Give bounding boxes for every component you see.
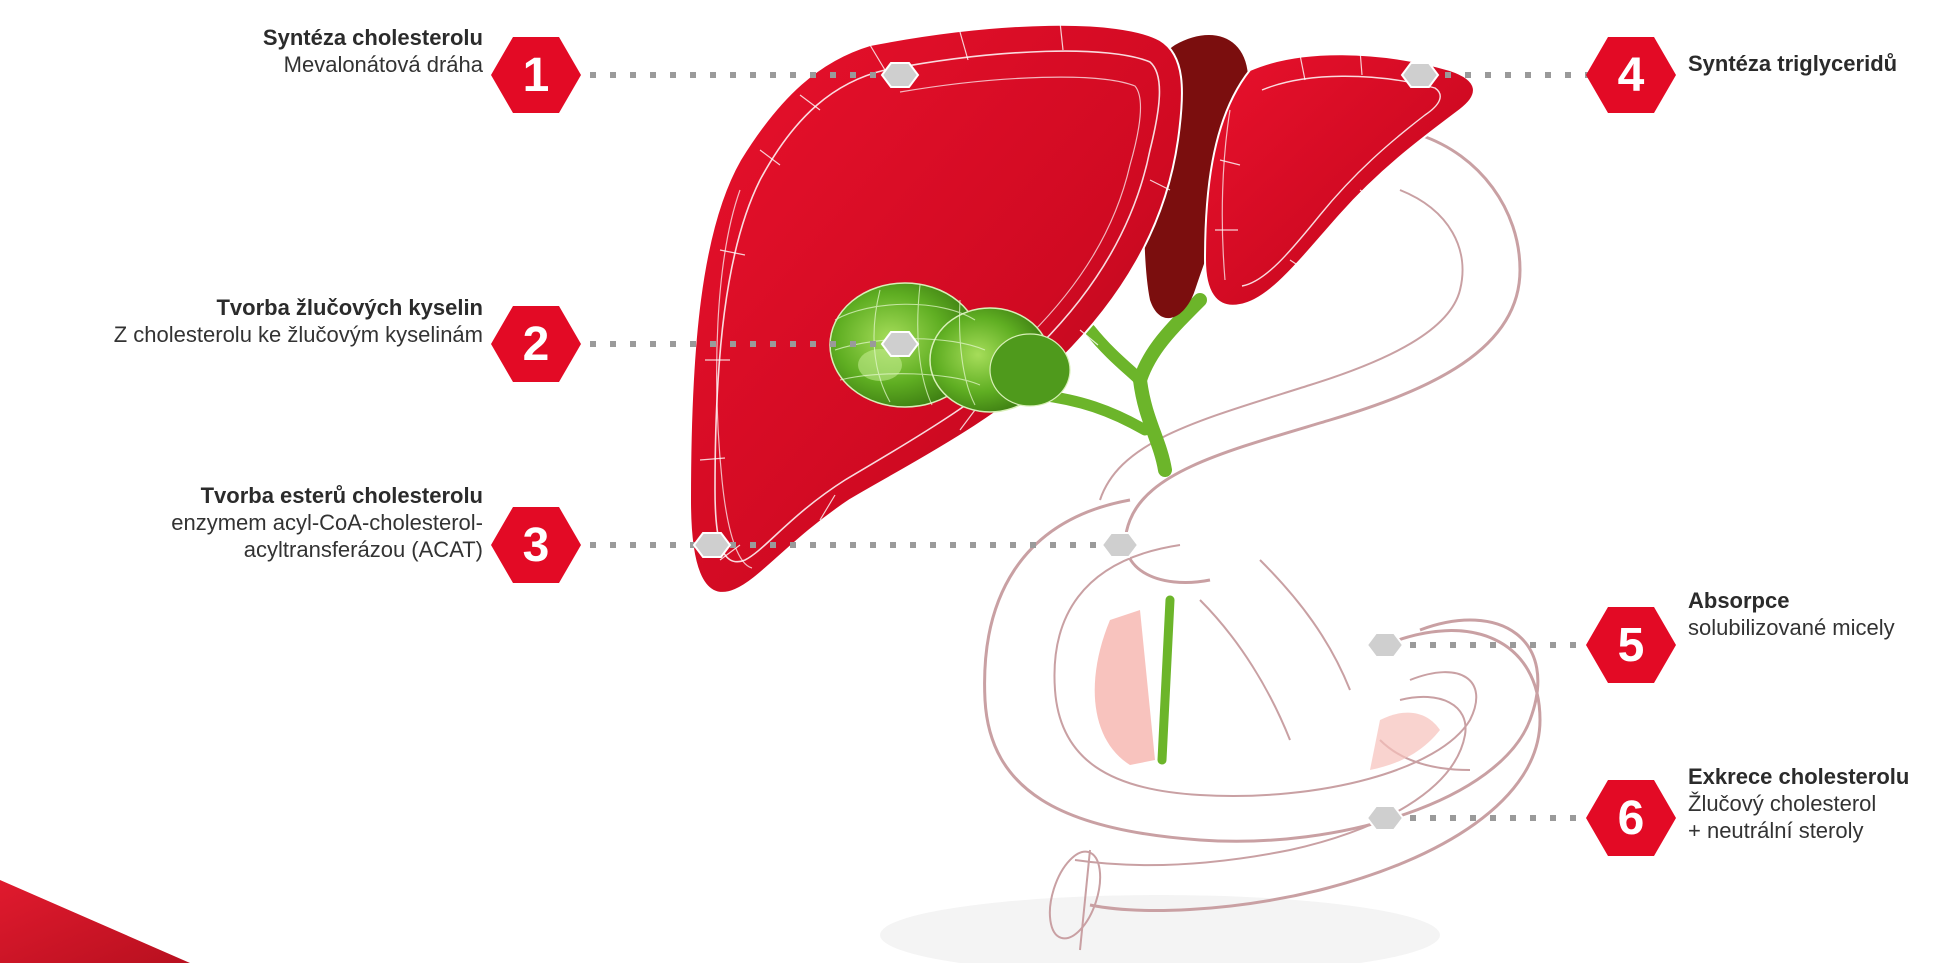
- label-line: acyltransferázou (ACAT): [171, 536, 483, 563]
- label-line: Mevalonátová dráha: [263, 51, 483, 78]
- label-absorption: Absorpce solubilizované micely: [1688, 587, 1895, 641]
- marker-2: 2: [490, 304, 582, 384]
- intestine-highlight: [1095, 610, 1155, 765]
- label-cholesterol-ester-formation: Tvorba esterů cholesterolu enzymem acyl-…: [171, 482, 483, 563]
- marker-number: 2: [490, 304, 582, 384]
- marker-number: 6: [1585, 778, 1677, 858]
- marker-5: 5: [1585, 605, 1677, 685]
- hexagon-dot-icon: [694, 533, 730, 557]
- label-title: Tvorba esterů cholesterolu: [171, 482, 483, 509]
- intestine-highlight-2: [1370, 713, 1440, 770]
- label-triglyceride-synthesis: Syntéza triglyceridů: [1688, 50, 1897, 77]
- label-title: Tvorba žlučových kyselin: [114, 294, 483, 321]
- marker-1: 1: [490, 35, 582, 115]
- label-line: enzymem acyl-CoA-cholesterol-: [171, 509, 483, 536]
- marker-6: 6: [1585, 778, 1677, 858]
- label-line: Z cholesterolu ke žlučovým kyselinám: [114, 321, 483, 348]
- label-title: Exkrece cholesterolu: [1688, 763, 1909, 790]
- hexagon-dot-icon: [1402, 63, 1438, 87]
- floor-shadow: [880, 895, 1440, 963]
- label-title: Syntéza cholesterolu: [263, 24, 483, 51]
- marker-number: 4: [1585, 35, 1677, 115]
- label-bile-acid-formation: Tvorba žlučových kyselin Z cholesterolu …: [114, 294, 483, 348]
- marker-4: 4: [1585, 35, 1677, 115]
- label-line: + neutrální steroly: [1688, 817, 1909, 844]
- label-cholesterol-excretion: Exkrece cholesterolu Žlučový cholesterol…: [1688, 763, 1909, 844]
- label-title: Syntéza triglyceridů: [1688, 50, 1897, 77]
- label-line: solubilizované micely: [1688, 614, 1895, 641]
- label-line: Žlučový cholesterol: [1688, 790, 1909, 817]
- hexagon-dot-icon: [1367, 633, 1403, 657]
- marker-number: 1: [490, 35, 582, 115]
- marker-number: 5: [1585, 605, 1677, 685]
- hexagon-dot-icon: [882, 63, 918, 87]
- hexagon-dot-icon: [882, 332, 918, 356]
- label-title: Absorpce: [1688, 587, 1895, 614]
- corner-accent: [0, 880, 190, 963]
- label-cholesterol-synthesis: Syntéza cholesterolu Mevalonátová dráha: [263, 24, 483, 78]
- hexagon-dot-icon: [1102, 533, 1138, 557]
- marker-number: 3: [490, 505, 582, 585]
- liver-right-lobe: [1205, 50, 1474, 306]
- marker-3: 3: [490, 505, 582, 585]
- hexagon-dot-icon: [1367, 806, 1403, 830]
